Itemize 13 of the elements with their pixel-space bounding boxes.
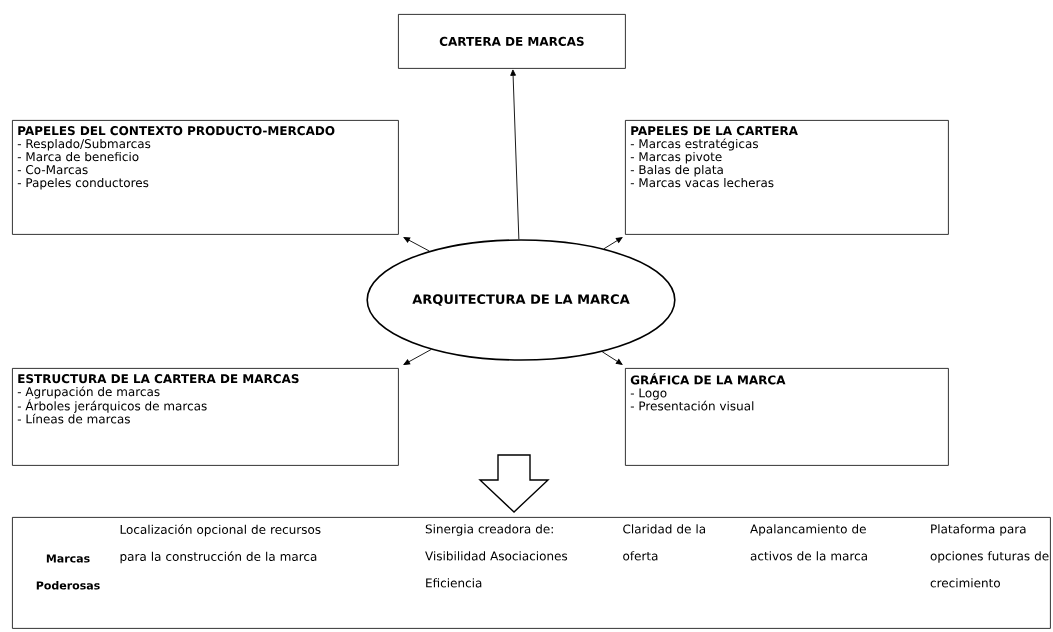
block-arrow [478, 454, 550, 513]
list-box: PAPELES DE LA CARTERA - Marcas estratégicas - Marcas pivote - Balas de plata - Marcas vacas lecheras [625, 120, 949, 235]
arrow [603, 237, 623, 250]
list-box: GRÁFICA DE LA MARCA - Logo - Presentación visual [625, 368, 949, 466]
arrow [510, 69, 520, 240]
list-box: PAPELES DEL CONTEXTO PRODUCTO-MERCADO - Resplado/Submarcas - Marca de beneficio - Co-Marcas - Papeles conductores [12, 120, 399, 235]
arrow [601, 351, 623, 365]
summary-box: Marcas Poderosas Localización opcional de recursos para la construcción de la marca Sinergia creadora de: Visibilidad Asociaciones Eficiencia Claridad de la oferta Apalancamiento de activos de la marca Plataforma para opciones futuras de crecimiento [12, 517, 1051, 629]
oval: ARQUITECTURA DE LA MARCA [366, 239, 676, 361]
arrow [403, 349, 432, 365]
arrow [403, 237, 430, 252]
list-box: ESTRUCTURA DE LA CARTERA DE MARCAS - Agrupación de marcas - Árboles jerárquicos de marcas - Líneas de marcas [12, 368, 399, 466]
title-box: CARTERA DE MARCAS [398, 14, 626, 69]
